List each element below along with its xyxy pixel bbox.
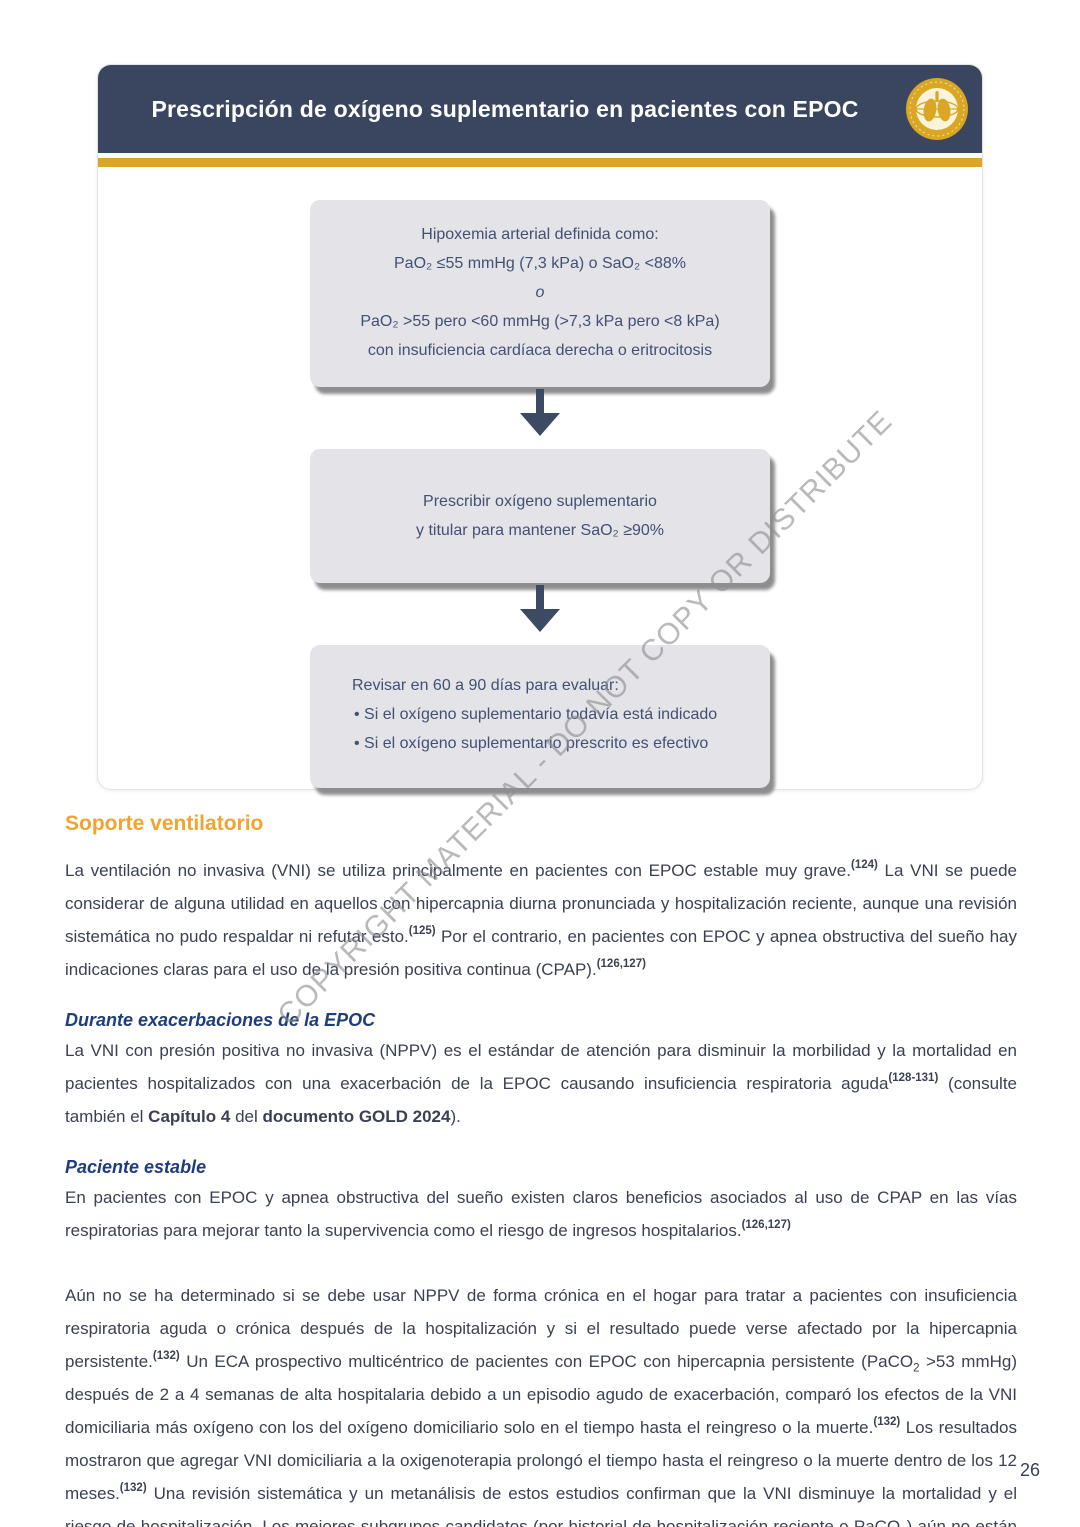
gold-globe-lungs-logo-icon [905, 77, 969, 141]
page-number: 26 [1019, 1460, 1040, 1480]
flowchart-title: Prescripción de oxígeno suplementario en… [151, 95, 859, 122]
flow-connector [98, 583, 982, 636]
flow-box-bullet: Si el oxígeno suplementario todavía está… [352, 700, 740, 729]
flow-box-line: PaO₂ ≤55 mmHg (7,3 kPa) o SaO₂ <88% [394, 255, 686, 272]
flow-box-prescribe-oxygen: Prescribir oxígeno suplementario y titul… [310, 449, 770, 583]
subheading-during-exacerbations: Durante exacerbaciones de la EPOC [65, 1010, 376, 1030]
flow-box-review: Revisar en 60 a 90 días para evaluar: Si… [310, 645, 770, 788]
flow-box-line: Revisar en 60 a 90 días para evaluar: [352, 677, 619, 694]
section-heading-ventilatory-support: Soporte ventilatorio [65, 812, 264, 835]
flow-box-line-or: o [535, 284, 545, 301]
down-arrow-icon [520, 585, 560, 632]
paragraph-chronic-nppv: Aún no se ha determinado si se debe usar… [65, 1286, 1018, 1527]
down-arrow-icon [520, 389, 560, 436]
text-content: Soporte ventilatorio La ventilación no i… [65, 812, 1017, 1527]
flow-box-line: con insuficiencia cardíaca derecha o eri… [367, 342, 713, 359]
flow-connector [98, 387, 982, 440]
paragraph-exacerbations: La VNI con presión positiva no invasiva … [65, 1041, 1018, 1126]
paragraph-vni-overview: La ventilación no invasiva (VNI) se util… [65, 859, 1018, 979]
flow-box-line: Hipoxemia arterial definida como: [421, 226, 659, 243]
paragraph-stable-patient: En pacientes con EPOC y apnea obstructiv… [65, 1188, 1017, 1240]
flow-box-line: PaO₂ >55 pero <60 mmHg (>7,3 kPa pero <8… [360, 313, 720, 330]
subheading-stable-patient: Paciente estable [65, 1157, 207, 1177]
flow-box-bullet: Si el oxígeno suplementario prescrito es… [352, 729, 740, 758]
gold-divider [98, 158, 982, 167]
flowchart-body: Hipoxemia arterial definida como: PaO₂ ≤… [98, 167, 982, 788]
flowchart-card: Prescripción de oxígeno suplementario en… [97, 64, 983, 790]
flow-box-hypoxemia-criteria: Hipoxemia arterial definida como: PaO₂ ≤… [310, 200, 770, 387]
flow-box-line: Prescribir oxígeno suplementario [423, 493, 657, 510]
flowchart-header: Prescripción de oxígeno suplementario en… [98, 65, 982, 153]
flow-box-line: y titular para mantener SaO₂ ≥90% [416, 522, 664, 539]
